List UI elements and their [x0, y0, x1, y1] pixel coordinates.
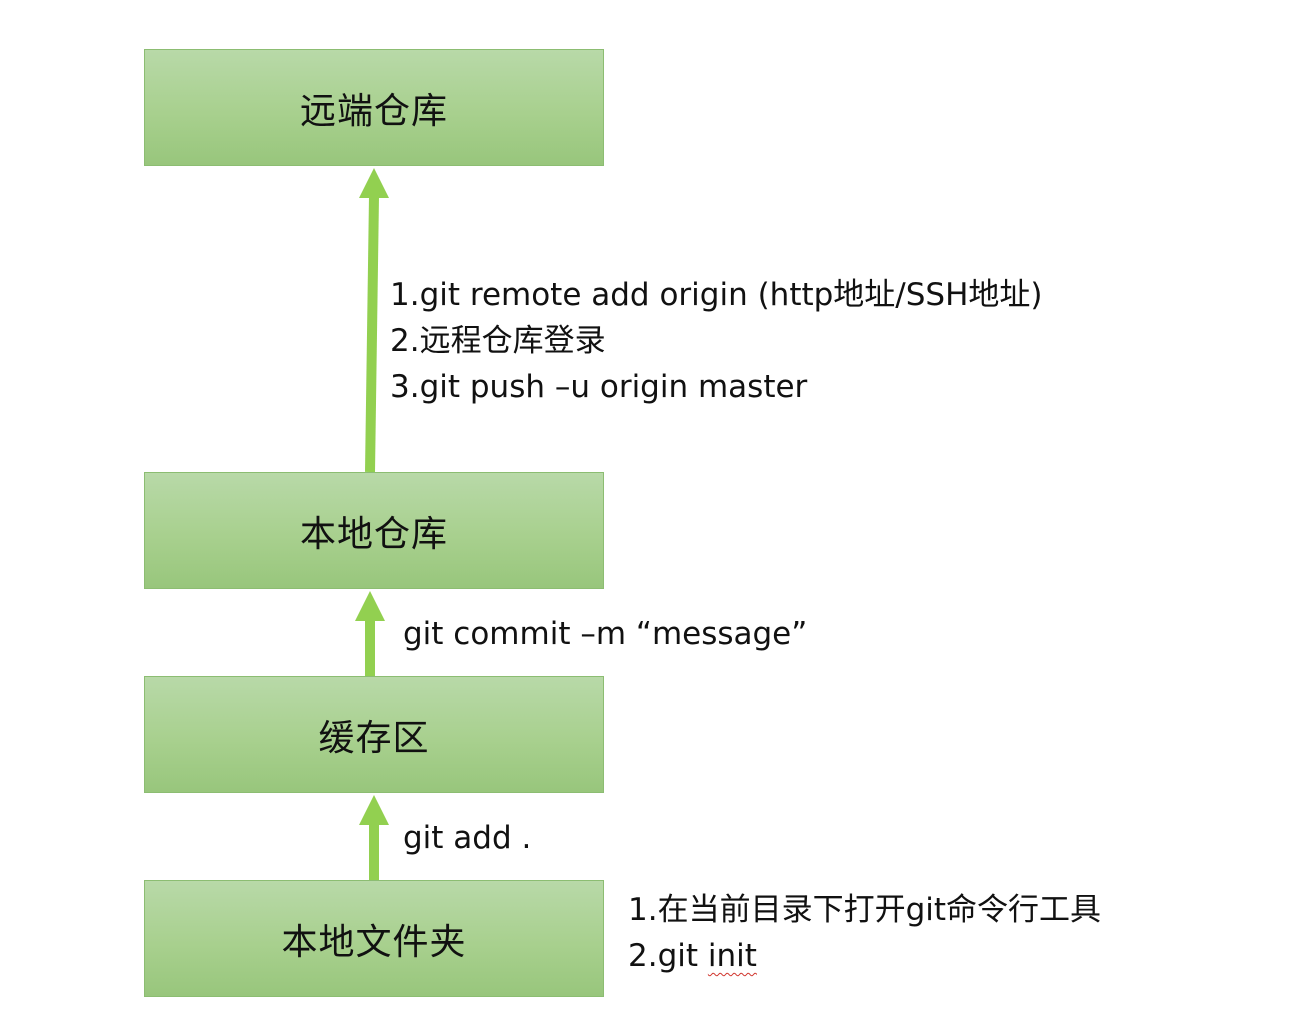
- init-step-2-word: init: [707, 938, 757, 974]
- remote-repo-label: 远端仓库: [299, 90, 448, 132]
- init-step-1: 1.在当前目录下打开git命令行工具: [628, 892, 1102, 928]
- local-repo-node: 本地仓库: [144, 472, 604, 589]
- commit-label: git commit –m “message”: [403, 611, 807, 657]
- add-label: git add .: [403, 815, 531, 861]
- arrow-stage-to-local: [355, 591, 385, 676]
- remote-repo-node: 远端仓库: [144, 49, 604, 166]
- local-folder-node: 本地文件夹: [144, 880, 604, 997]
- arrow-stage-to-local-head: [355, 591, 385, 621]
- add-command: git add .: [403, 820, 532, 856]
- init-step-2-prefix: 2.git: [628, 938, 708, 974]
- init-step-2: 2.git init: [628, 933, 1101, 979]
- push-step-3: 3.git push –u origin master: [390, 369, 808, 405]
- init-steps-label: 1.在当前目录下打开git命令行工具 2.git init: [628, 887, 1101, 979]
- staging-area-label: 缓存区: [318, 717, 430, 759]
- commit-command: git commit –m “message”: [403, 616, 808, 652]
- arrow-folder-to-stage-head: [359, 795, 389, 825]
- arrow-local-to-remote: [359, 168, 389, 473]
- push-steps-label: 1.git remote add origin (http地址/SSH地址) 2…: [390, 272, 1043, 410]
- arrow-folder-to-stage: [359, 795, 389, 880]
- local-folder-label: 本地文件夹: [281, 921, 467, 963]
- local-repo-label: 本地仓库: [299, 513, 448, 555]
- arrow-local-to-remote-shaft: [365, 195, 379, 473]
- arrow-local-to-remote-head: [359, 168, 389, 198]
- push-step-2: 2.远程仓库登录: [390, 323, 606, 359]
- push-step-1: 1.git remote add origin (http地址/SSH地址): [390, 277, 1043, 313]
- staging-area-node: 缓存区: [144, 676, 604, 793]
